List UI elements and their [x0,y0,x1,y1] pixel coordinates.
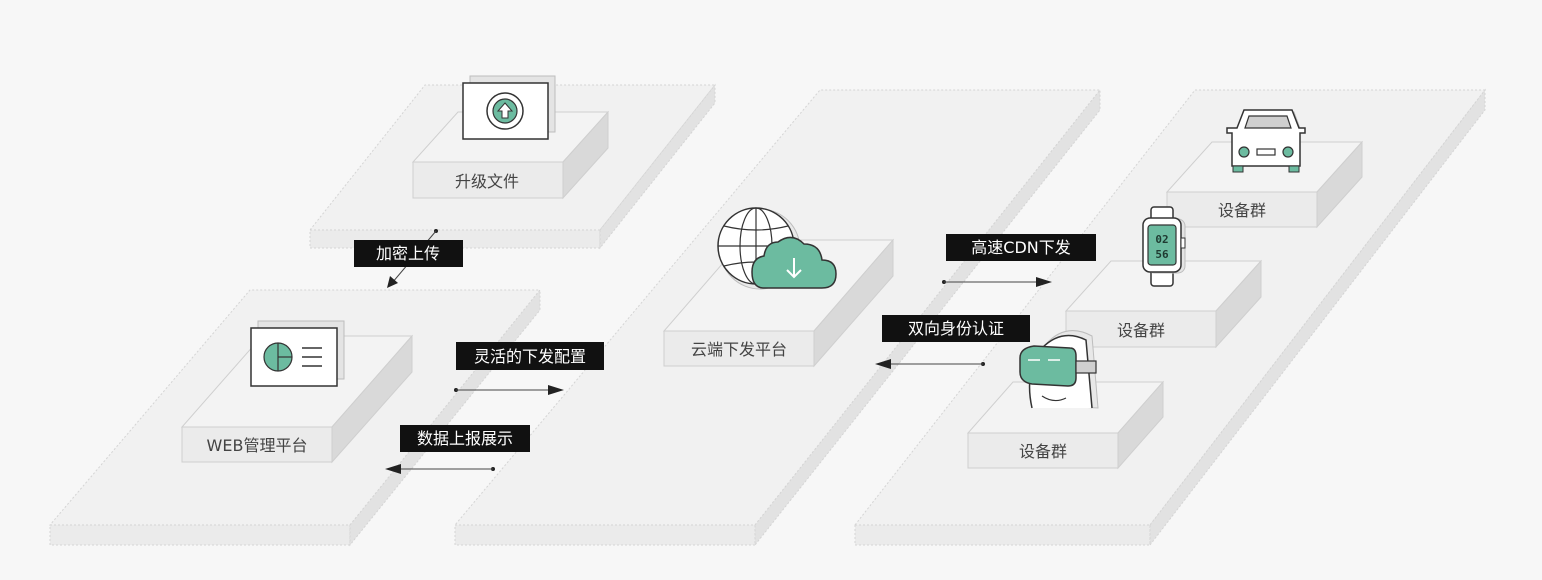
upload-document-icon [462,75,556,140]
tag-label-data-report: 数据上报展示 [417,429,513,448]
arrow-cdn-dispatch [942,277,1052,287]
tag-encrypted-upload: 加密上传 [354,240,463,267]
watch-display-line2: 56 [1155,248,1169,261]
platform-label-upgrade-file: 升级文件 [455,172,519,191]
arrow-mutual-auth [875,359,985,369]
car-icon [1226,109,1306,173]
smartwatch-icon: 02 56 [1142,206,1186,287]
tag-label-mutual-auth: 双向身份认证 [908,319,1004,338]
tag-data-report: 数据上报展示 [400,425,530,452]
tag-label-encrypted-upload: 加密上传 [376,244,440,263]
platform-label-device-group-vr: 设备群 [1019,442,1067,461]
platform-label-device-group-car: 设备群 [1218,201,1266,220]
dashboard-icon [250,320,345,387]
arrow-data-report [385,464,495,474]
platform-device-group-car: 设备群 [1165,140,1364,229]
tag-cdn-dispatch: 高速CDN下发 [946,234,1096,261]
platform-label-web-admin: WEB管理平台 [207,436,308,455]
tag-flexible-config: 灵活的下发配置 [456,342,604,370]
tag-label-cdn-dispatch: 高速CDN下发 [971,238,1070,257]
tag-mutual-auth: 双向身份认证 [882,315,1030,342]
tag-label-flexible-config: 灵活的下发配置 [474,347,586,366]
globe-cloud-download-icon [717,207,837,290]
platform-label-cloud-dispatch: 云端下发平台 [691,340,787,359]
watch-display-line1: 02 [1155,233,1168,246]
arrow-flexible-config [454,385,564,395]
vr-headset-icon [1019,330,1099,409]
platform-label-device-group-watch: 设备群 [1117,321,1165,340]
